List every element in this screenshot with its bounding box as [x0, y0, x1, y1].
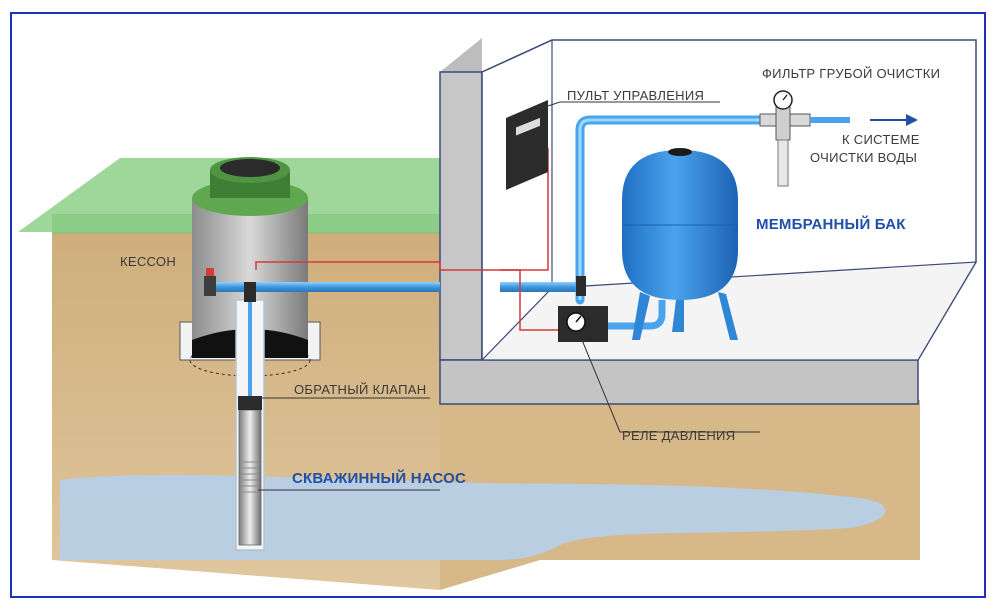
- label-pressure-switch: РЕЛЕ ДАВЛЕНИЯ: [622, 428, 736, 443]
- membrane-tank: [622, 148, 738, 340]
- label-to-system-line1: К СИСТЕМЕ: [842, 132, 920, 147]
- house-wall-left: [439, 71, 483, 361]
- main-pipe-inside: [500, 282, 580, 292]
- label-control-panel: ПУЛЬТ УПРАВЛЕНИЯ: [567, 88, 705, 103]
- arrow-icon: [870, 114, 918, 126]
- coarse-filter: [759, 90, 850, 187]
- label-borehole-pump: СКВАЖИННЫЙ НАСОС: [292, 470, 466, 487]
- label-to-system-line2: ОЧИСТКИ ВОДЫ: [810, 150, 918, 165]
- borehole-pump: [238, 409, 262, 546]
- leader-lines: [250, 101, 760, 491]
- label-check-valve: ОБРАТНЫЙ КЛАПАН: [294, 382, 427, 397]
- label-membrane-tank: МЕМБРАННЫЙ БАК: [756, 216, 906, 233]
- label-caisson: КЕССОН: [120, 254, 177, 269]
- check-valve-body: [238, 396, 262, 410]
- electric-wire: [255, 261, 558, 331]
- house-floor-slab: [439, 359, 919, 405]
- groundwater: [60, 475, 886, 560]
- caisson-lid: [220, 159, 280, 177]
- pump-screen: [241, 461, 259, 493]
- main-pipe: [210, 282, 440, 292]
- label-coarse-filter: ФИЛЬТР ГРУБОЙ ОЧИСТКИ: [762, 66, 941, 81]
